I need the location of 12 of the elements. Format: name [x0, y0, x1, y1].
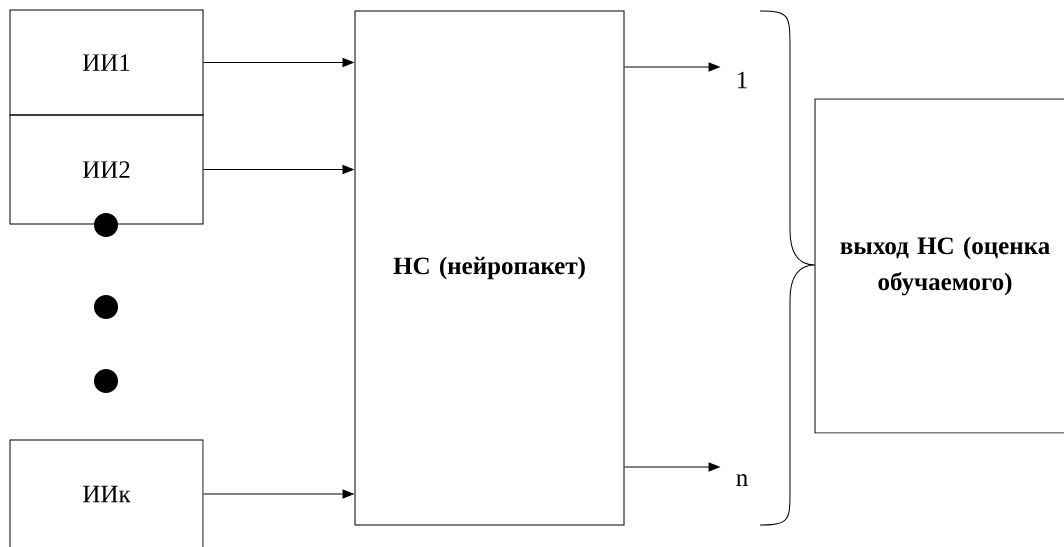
- source-box: ИИ2: [9, 114, 204, 225]
- source-box: ИИ1: [9, 9, 204, 116]
- arrow: [203, 489, 354, 499]
- arrow: [203, 165, 354, 174]
- arrow: [624, 462, 720, 472]
- network-box: НС (нейропакет): [354, 10, 625, 526]
- arrow: [203, 58, 354, 67]
- arrow: [624, 62, 720, 72]
- source-box: ИИк: [9, 439, 204, 547]
- output-index: n: [736, 474, 748, 486]
- result-box: выход НС (оценка обучаемого): [814, 98, 1064, 434]
- output-index: 1: [737, 71, 747, 89]
